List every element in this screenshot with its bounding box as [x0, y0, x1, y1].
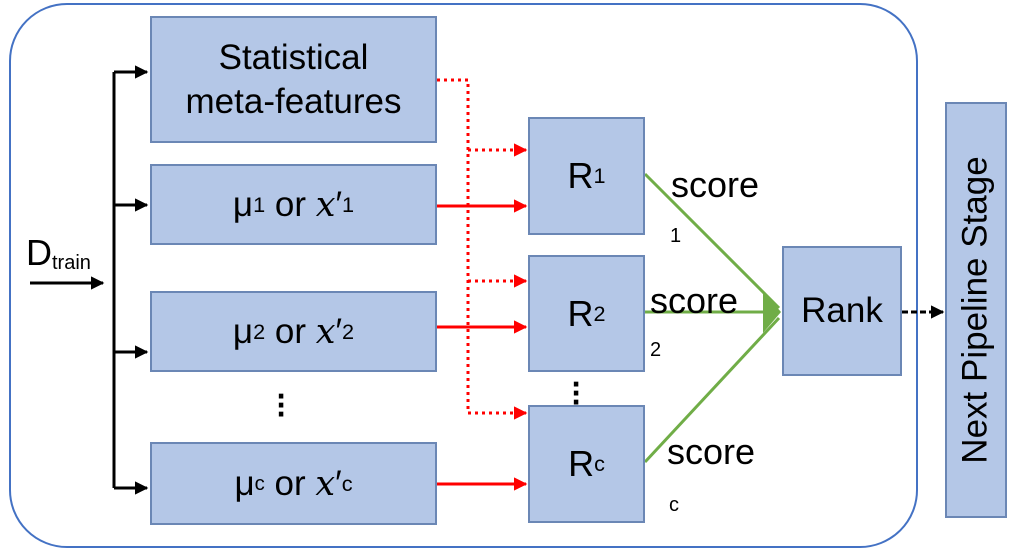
ranker-ellipsis: ··· [571, 366, 583, 420]
dtrain-subscript: train [52, 252, 91, 274]
dtrain-letter: D [26, 232, 52, 273]
generator-ellipsis: ··· [276, 378, 288, 432]
ranker-letter: R [568, 443, 595, 484]
or-word: or [274, 184, 306, 224]
score-label-c: score [667, 431, 756, 472]
prime-mark: ′ [335, 463, 342, 503]
rank-box: Rank [782, 246, 902, 376]
prime-mark: ′ [335, 311, 343, 351]
score-index-c: c [669, 494, 679, 516]
x-symbol: x [315, 463, 336, 504]
dtrain-label: Dtrain [26, 232, 91, 275]
mu-symbol: μ [232, 311, 254, 351]
statistical-meta-features-box: Statistical meta-features [150, 16, 437, 143]
meta-features-line-2: meta-features [185, 81, 402, 121]
mu-symbol: μ [232, 184, 254, 224]
next-pipeline-stage-box: Next Pipeline Stage [945, 102, 1007, 518]
pipeline-frame [9, 3, 918, 548]
score-label-1: score [671, 164, 760, 205]
ranker-letter: R [567, 292, 594, 334]
x-symbol: x [315, 184, 336, 225]
score-label-2: score [650, 280, 739, 321]
score-arrowhead [763, 291, 781, 333]
mu-symbol: μ [234, 463, 255, 503]
score-index-1: 1 [670, 225, 682, 247]
meta-feature-dotted-trunk [437, 78, 470, 413]
next-pipeline-stage-label: Next Pipeline Stage [956, 156, 996, 464]
meta-features-line-1: Statistical [218, 37, 369, 77]
score-index-2: 2 [650, 339, 662, 361]
prime-mark: ′ [335, 184, 343, 224]
or-word: or [274, 463, 306, 503]
score-line-c [643, 316, 781, 464]
x-symbol: x [315, 311, 336, 352]
or-word: or [274, 311, 306, 351]
score-line-1 [643, 172, 781, 310]
ranker-letter: R [567, 155, 594, 196]
rank-label: Rank [801, 291, 883, 330]
